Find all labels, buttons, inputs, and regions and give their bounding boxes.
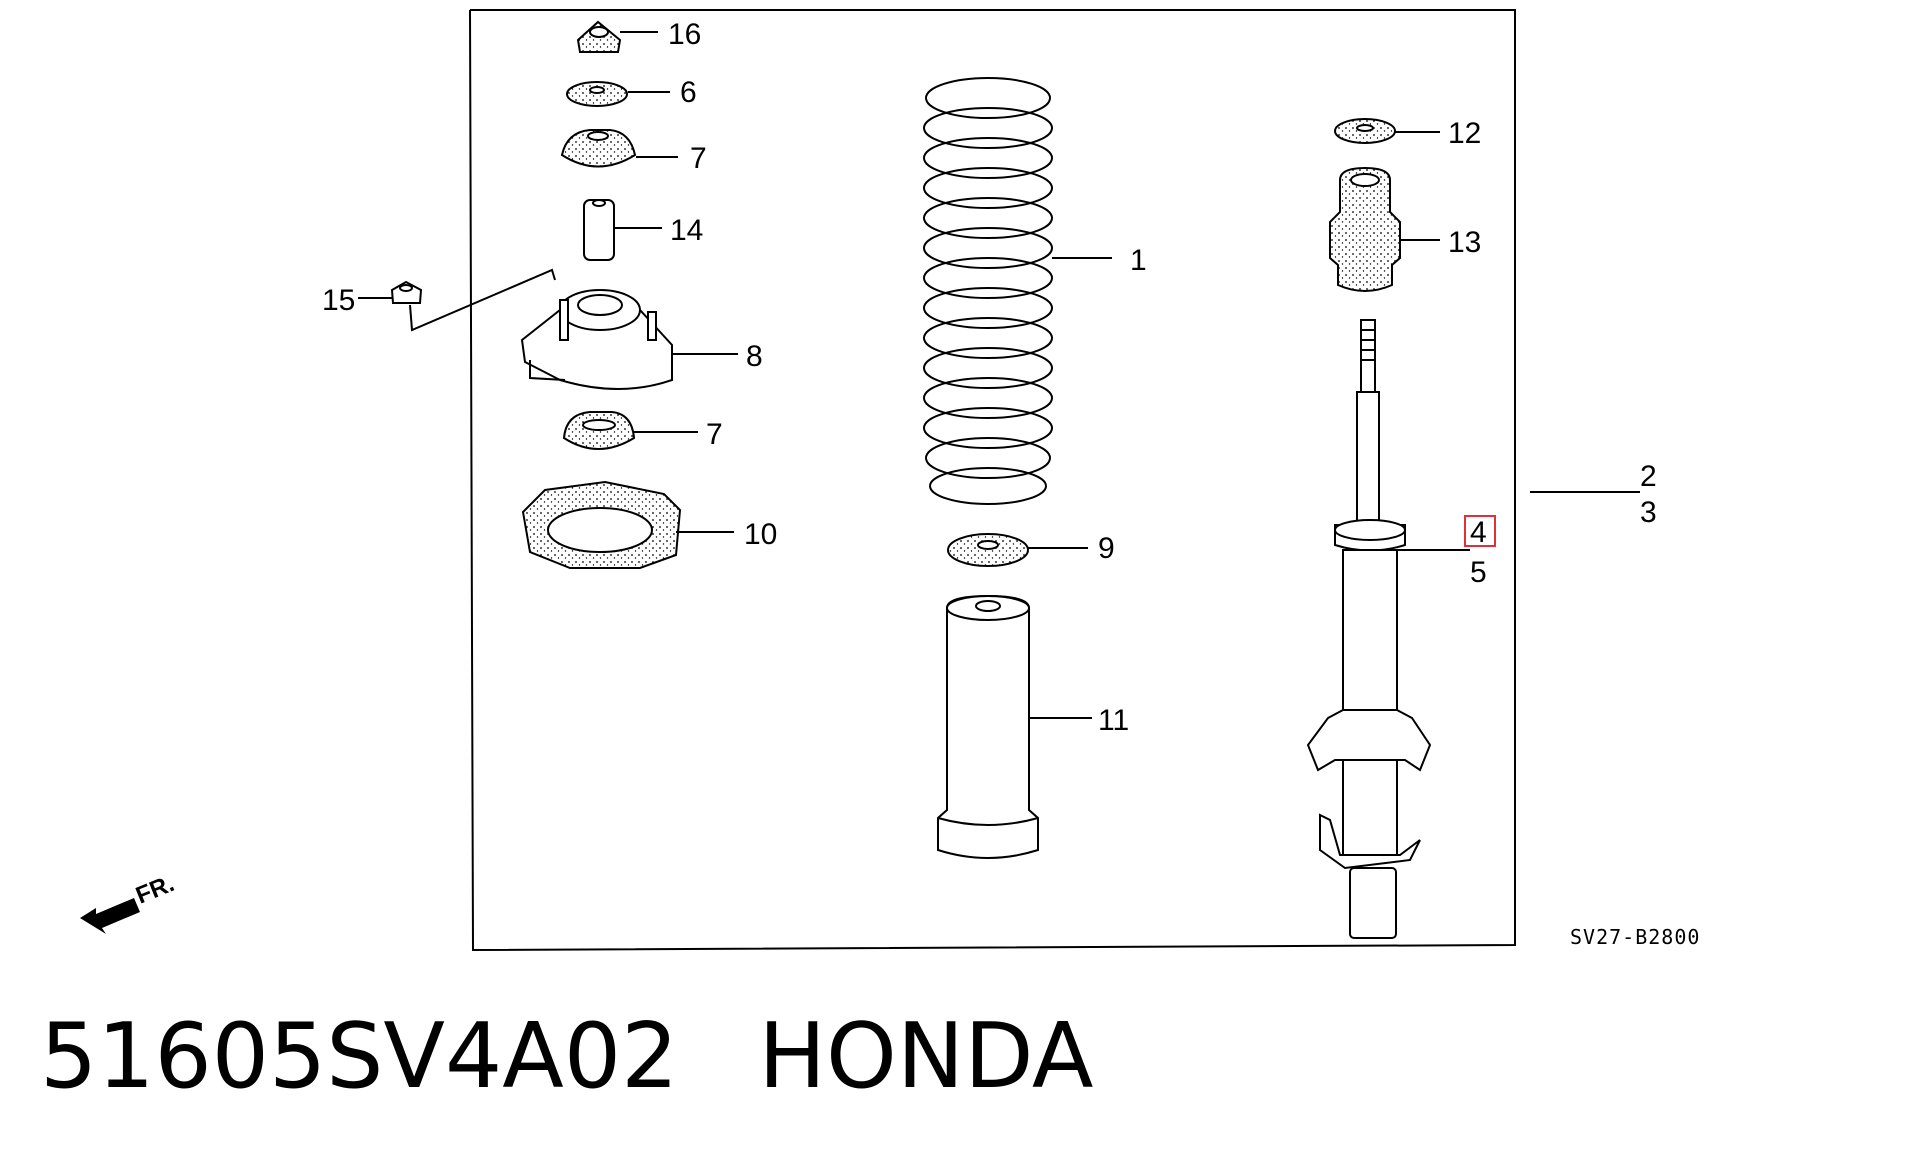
callout-12: 12 bbox=[1448, 117, 1481, 150]
part-9-washer bbox=[947, 533, 1088, 567]
callout-13: 13 bbox=[1448, 226, 1481, 259]
callout-14: 14 bbox=[670, 214, 703, 247]
callout-7-upper: 7 bbox=[690, 142, 707, 175]
brand-name: HONDA bbox=[758, 1004, 1094, 1109]
part-14-collar bbox=[583, 199, 662, 261]
callout-8: 8 bbox=[746, 340, 763, 373]
part-6-washer bbox=[566, 81, 670, 107]
highlight-box-4 bbox=[1464, 515, 1496, 547]
callout-11: 11 bbox=[1098, 704, 1129, 737]
callout-6: 6 bbox=[680, 76, 697, 109]
callout-3: 3 bbox=[1640, 496, 1657, 529]
part-7-lower-bushing bbox=[562, 411, 698, 450]
drawing-code: SV27-B2800 bbox=[1570, 925, 1700, 949]
callout-15: 15 bbox=[322, 284, 355, 317]
part-2-3-strut-assembly bbox=[1306, 319, 1640, 939]
part-11-dust-boot bbox=[937, 594, 1092, 859]
part-7-upper-bushing bbox=[560, 129, 678, 168]
part-8-strut-mount bbox=[520, 289, 738, 390]
callout-7-lower: 7 bbox=[706, 418, 723, 451]
part-12-washer bbox=[1334, 118, 1440, 144]
part-15-flange-nut bbox=[358, 268, 556, 332]
part-13-bump-stop bbox=[1329, 166, 1440, 292]
part-16-flange-nut bbox=[576, 20, 658, 53]
callout-10: 10 bbox=[744, 518, 777, 551]
callout-16: 16 bbox=[668, 18, 701, 51]
callout-4: 4 bbox=[1470, 516, 1487, 549]
callout-2: 2 bbox=[1640, 460, 1657, 493]
callout-1: 1 bbox=[1130, 244, 1147, 277]
front-indicator-label: FR. bbox=[132, 870, 178, 910]
assembly-frame bbox=[469, 9, 1516, 952]
callout-5: 5 bbox=[1470, 556, 1487, 589]
callout-9: 9 bbox=[1098, 532, 1115, 565]
part-number: 51605SV4A02 bbox=[40, 1004, 679, 1109]
part-1-coil-spring bbox=[923, 77, 1112, 505]
part-10-spring-seat bbox=[521, 480, 734, 569]
front-arrow-icon: FR. bbox=[80, 870, 178, 934]
